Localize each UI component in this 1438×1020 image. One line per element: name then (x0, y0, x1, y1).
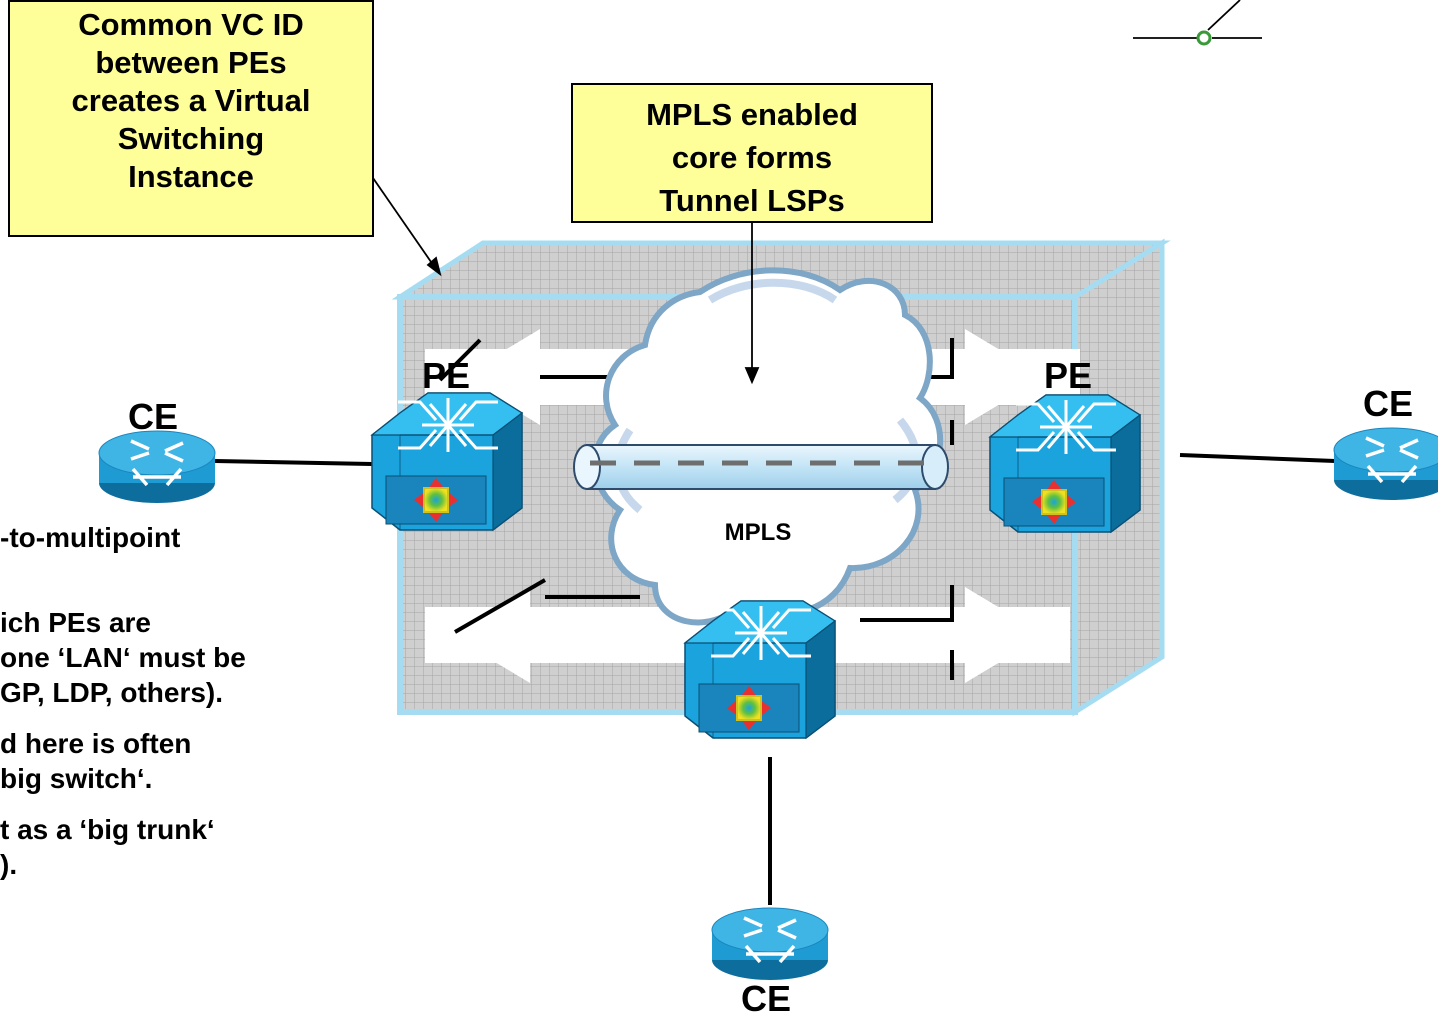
bullet-line: d here is often (0, 728, 192, 759)
callout-line: creates a Virtual (71, 83, 311, 118)
ce-bottom-router-icon (710, 906, 830, 982)
ce-left-router-icon (97, 429, 217, 505)
callout-line: Instance (128, 159, 254, 194)
mpls-callout: MPLS enabled core forms Tunnel LSPs (571, 83, 933, 223)
callout-line: core forms (671, 140, 833, 175)
tunnel-lsp-tube (573, 444, 949, 490)
callout-line: Tunnel LSPs (659, 183, 845, 218)
ce-bottom-label: CE (741, 978, 792, 1019)
callout-line: Common VC ID (78, 7, 304, 42)
callout-line: MPLS enabled (646, 97, 858, 132)
bullet-line: ich PEs are (0, 607, 151, 638)
bullet-line: big switch‘. (0, 763, 153, 794)
bullet-line (0, 555, 246, 605)
ce-right-label: CE (1363, 383, 1414, 424)
bullet-line: GP, LDP, others). (0, 677, 224, 708)
pe-right-label: PE (1044, 355, 1093, 396)
pseudowire-legend-icon (1133, 0, 1262, 46)
bullet-line: ). (0, 849, 18, 880)
vsi-callout: Common VC ID between PEs creates a Virtu… (8, 0, 374, 237)
cloud-label: MPLS (725, 519, 792, 546)
pe-left-label: PE (422, 355, 471, 396)
ce-left-label: CE (128, 396, 179, 437)
bullet-line: one ‘LAN‘ must be (0, 642, 246, 673)
callout-line: Switching (117, 121, 265, 156)
ce-right-router-icon (1332, 426, 1438, 502)
bullet-line: t as a ‘big trunk‘ (0, 814, 215, 845)
bullet-line: -to-multipoint (0, 522, 181, 553)
callout-line: between PEs (95, 45, 287, 80)
links (214, 453, 1336, 905)
bullet-text: -to-multipoint ich PEs are one ‘LAN‘ mus… (0, 520, 246, 882)
pe-left-switch-icon (370, 391, 524, 532)
